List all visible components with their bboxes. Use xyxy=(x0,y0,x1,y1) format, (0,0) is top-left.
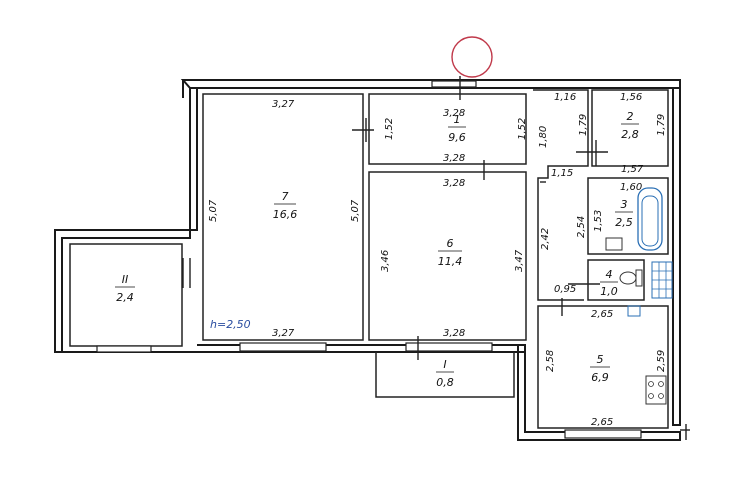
room-1-area: 9,6 xyxy=(448,131,466,144)
room-4-number: 4 xyxy=(606,268,613,281)
dim-r3-left: 2,54 xyxy=(576,216,587,238)
toilet-icon xyxy=(619,269,643,287)
dim-corridor-upper: 1,80 xyxy=(538,126,549,148)
balcony-i-area: 0,8 xyxy=(436,376,454,389)
dim-r6-left: 3,46 xyxy=(380,250,391,272)
balcony-i xyxy=(375,352,515,398)
ceiling-height-note: h=2,50 xyxy=(210,318,251,331)
dim-r5-right: 2,59 xyxy=(656,350,667,372)
room-1-outline xyxy=(368,93,527,165)
dim-r5-left: 2,58 xyxy=(545,350,556,372)
dim-r3-inner: 1,53 xyxy=(593,210,604,232)
balcony-ii-area: 2,4 xyxy=(116,291,134,304)
room-5-number: 5 xyxy=(597,353,604,366)
room-6-area: 11,4 xyxy=(438,255,463,268)
dim-r7-bottom: 3,27 xyxy=(272,328,295,339)
room-6-outline xyxy=(368,171,527,341)
dim-r2-top: 1,56 xyxy=(620,92,642,103)
room-4-outline xyxy=(587,259,645,301)
outer-walls xyxy=(180,79,681,441)
stove-icon xyxy=(627,305,667,405)
dim-r6-bottom: 3,28 xyxy=(443,328,465,339)
dim-r5-top: 2,65 xyxy=(591,309,613,320)
room-7-number: 7 xyxy=(282,190,289,203)
dim-r2-bottom: 1,57 xyxy=(621,164,644,175)
room-labels: 7 16,6 1 9,6 6 11,4 2 2,8 3 2,5 4 1,0 5 … xyxy=(115,110,639,389)
dimension-labels: 3,27 3,27 5,07 5,07 3,28 3,28 1,52 1,52 … xyxy=(208,92,667,428)
room-3-number: 3 xyxy=(621,198,628,211)
dim-r2-left: 1,79 xyxy=(578,114,589,136)
dim-r5-bottom: 2,65 xyxy=(591,417,613,428)
dim-r2-right: 1,79 xyxy=(656,114,667,136)
room-5-area: 6,9 xyxy=(591,371,609,384)
dim-r1-left: 1,52 xyxy=(384,118,395,140)
room-5-outline xyxy=(537,305,669,429)
dim-r7-top: 3,27 xyxy=(272,99,295,110)
dim-r6-top: 3,28 xyxy=(443,178,465,189)
room-3-outline xyxy=(587,177,669,255)
dim-r7-left: 5,07 xyxy=(208,199,219,222)
room-6-number: 6 xyxy=(447,237,454,250)
dim-r1-right: 1,52 xyxy=(517,118,528,140)
room-3-area: 2,5 xyxy=(615,216,633,229)
room-2-number: 2 xyxy=(627,110,634,123)
dim-corridor-lower: 2,42 xyxy=(540,228,551,250)
dim-corridor-top: 1,16 xyxy=(554,92,576,103)
room-1-number: 1 xyxy=(454,113,461,126)
window xyxy=(405,342,493,352)
window xyxy=(431,80,477,88)
room-7-area: 16,6 xyxy=(273,208,298,221)
room-7-outline xyxy=(202,93,364,341)
dim-r7-right: 5,07 xyxy=(350,199,361,222)
dim-corridor-bottom: 0,95 xyxy=(554,284,576,295)
room-4-area: 1,0 xyxy=(600,285,618,298)
dim-corridor-mid: 1,15 xyxy=(551,168,573,179)
tile-grid-icon xyxy=(651,261,673,299)
dim-r3-top: 1,60 xyxy=(620,182,642,193)
room-2-outline xyxy=(591,89,669,167)
window xyxy=(96,345,152,353)
north-marker-icon xyxy=(451,36,493,78)
balcony-i-number: I xyxy=(443,358,446,371)
dim-r1-bottom: 3,28 xyxy=(443,153,465,164)
balcony-ii-number: II xyxy=(122,273,129,286)
bathtub-icon xyxy=(605,187,663,251)
window xyxy=(564,429,642,439)
corridor-outline xyxy=(533,89,589,301)
room-2-area: 2,8 xyxy=(621,128,639,141)
door-markers xyxy=(352,76,608,360)
dim-r6-right: 3,47 xyxy=(514,249,525,272)
window xyxy=(239,342,327,352)
dim-r1-top: 3,28 xyxy=(443,108,465,119)
